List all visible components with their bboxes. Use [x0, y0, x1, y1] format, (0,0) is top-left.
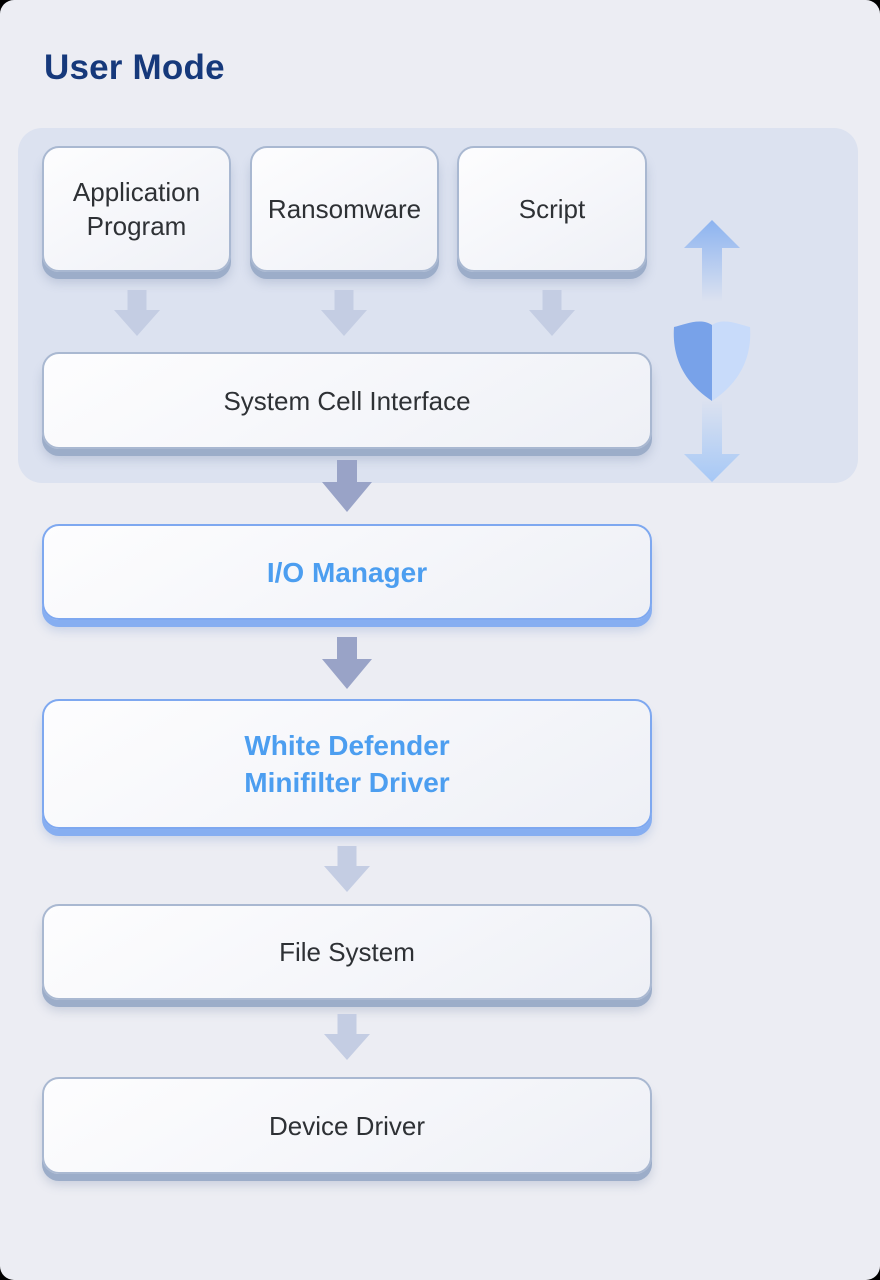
arrow-down-icon — [324, 846, 370, 892]
device-driver-box: Device Driver — [42, 1077, 652, 1174]
white-defender-line1: White Defender — [244, 730, 450, 761]
arrow-down-icon — [684, 400, 740, 482]
white-defender-minifilter-driver-label: White Defender Minifilter Driver — [228, 727, 465, 801]
ransomware-box: Ransomware — [250, 146, 439, 272]
application-program-box: Application Program — [42, 146, 231, 272]
io-manager-box: I/O Manager — [42, 524, 652, 620]
application-program-label: Application Program — [72, 177, 201, 241]
system-cell-interface-box: System Cell Interface — [42, 352, 652, 449]
script-box: Script — [457, 146, 647, 272]
file-system-label: File System — [279, 937, 415, 967]
white-defender-line2: Minifilter Driver — [244, 767, 450, 798]
arrow-down-icon — [322, 637, 372, 689]
system-cell-interface-label: System Cell Interface — [223, 385, 471, 416]
arrow-down-icon — [322, 460, 372, 512]
arrow-down-icon — [324, 1014, 370, 1060]
arrow-down-icon — [321, 290, 367, 336]
arrow-down-icon — [114, 290, 160, 336]
page-title: User Mode — [44, 48, 225, 87]
device-driver-label: Device Driver — [268, 1110, 426, 1141]
arrow-down-icon — [529, 290, 575, 336]
io-manager-label: I/O Manager — [266, 556, 428, 588]
file-system-box: File System — [42, 904, 652, 1000]
script-label: Script — [518, 194, 586, 224]
ransomware-label: Ransomware — [267, 194, 422, 224]
arrow-up-icon — [684, 220, 740, 302]
shield-icon — [673, 321, 751, 401]
white-defender-minifilter-driver-box: White Defender Minifilter Driver — [42, 699, 652, 829]
